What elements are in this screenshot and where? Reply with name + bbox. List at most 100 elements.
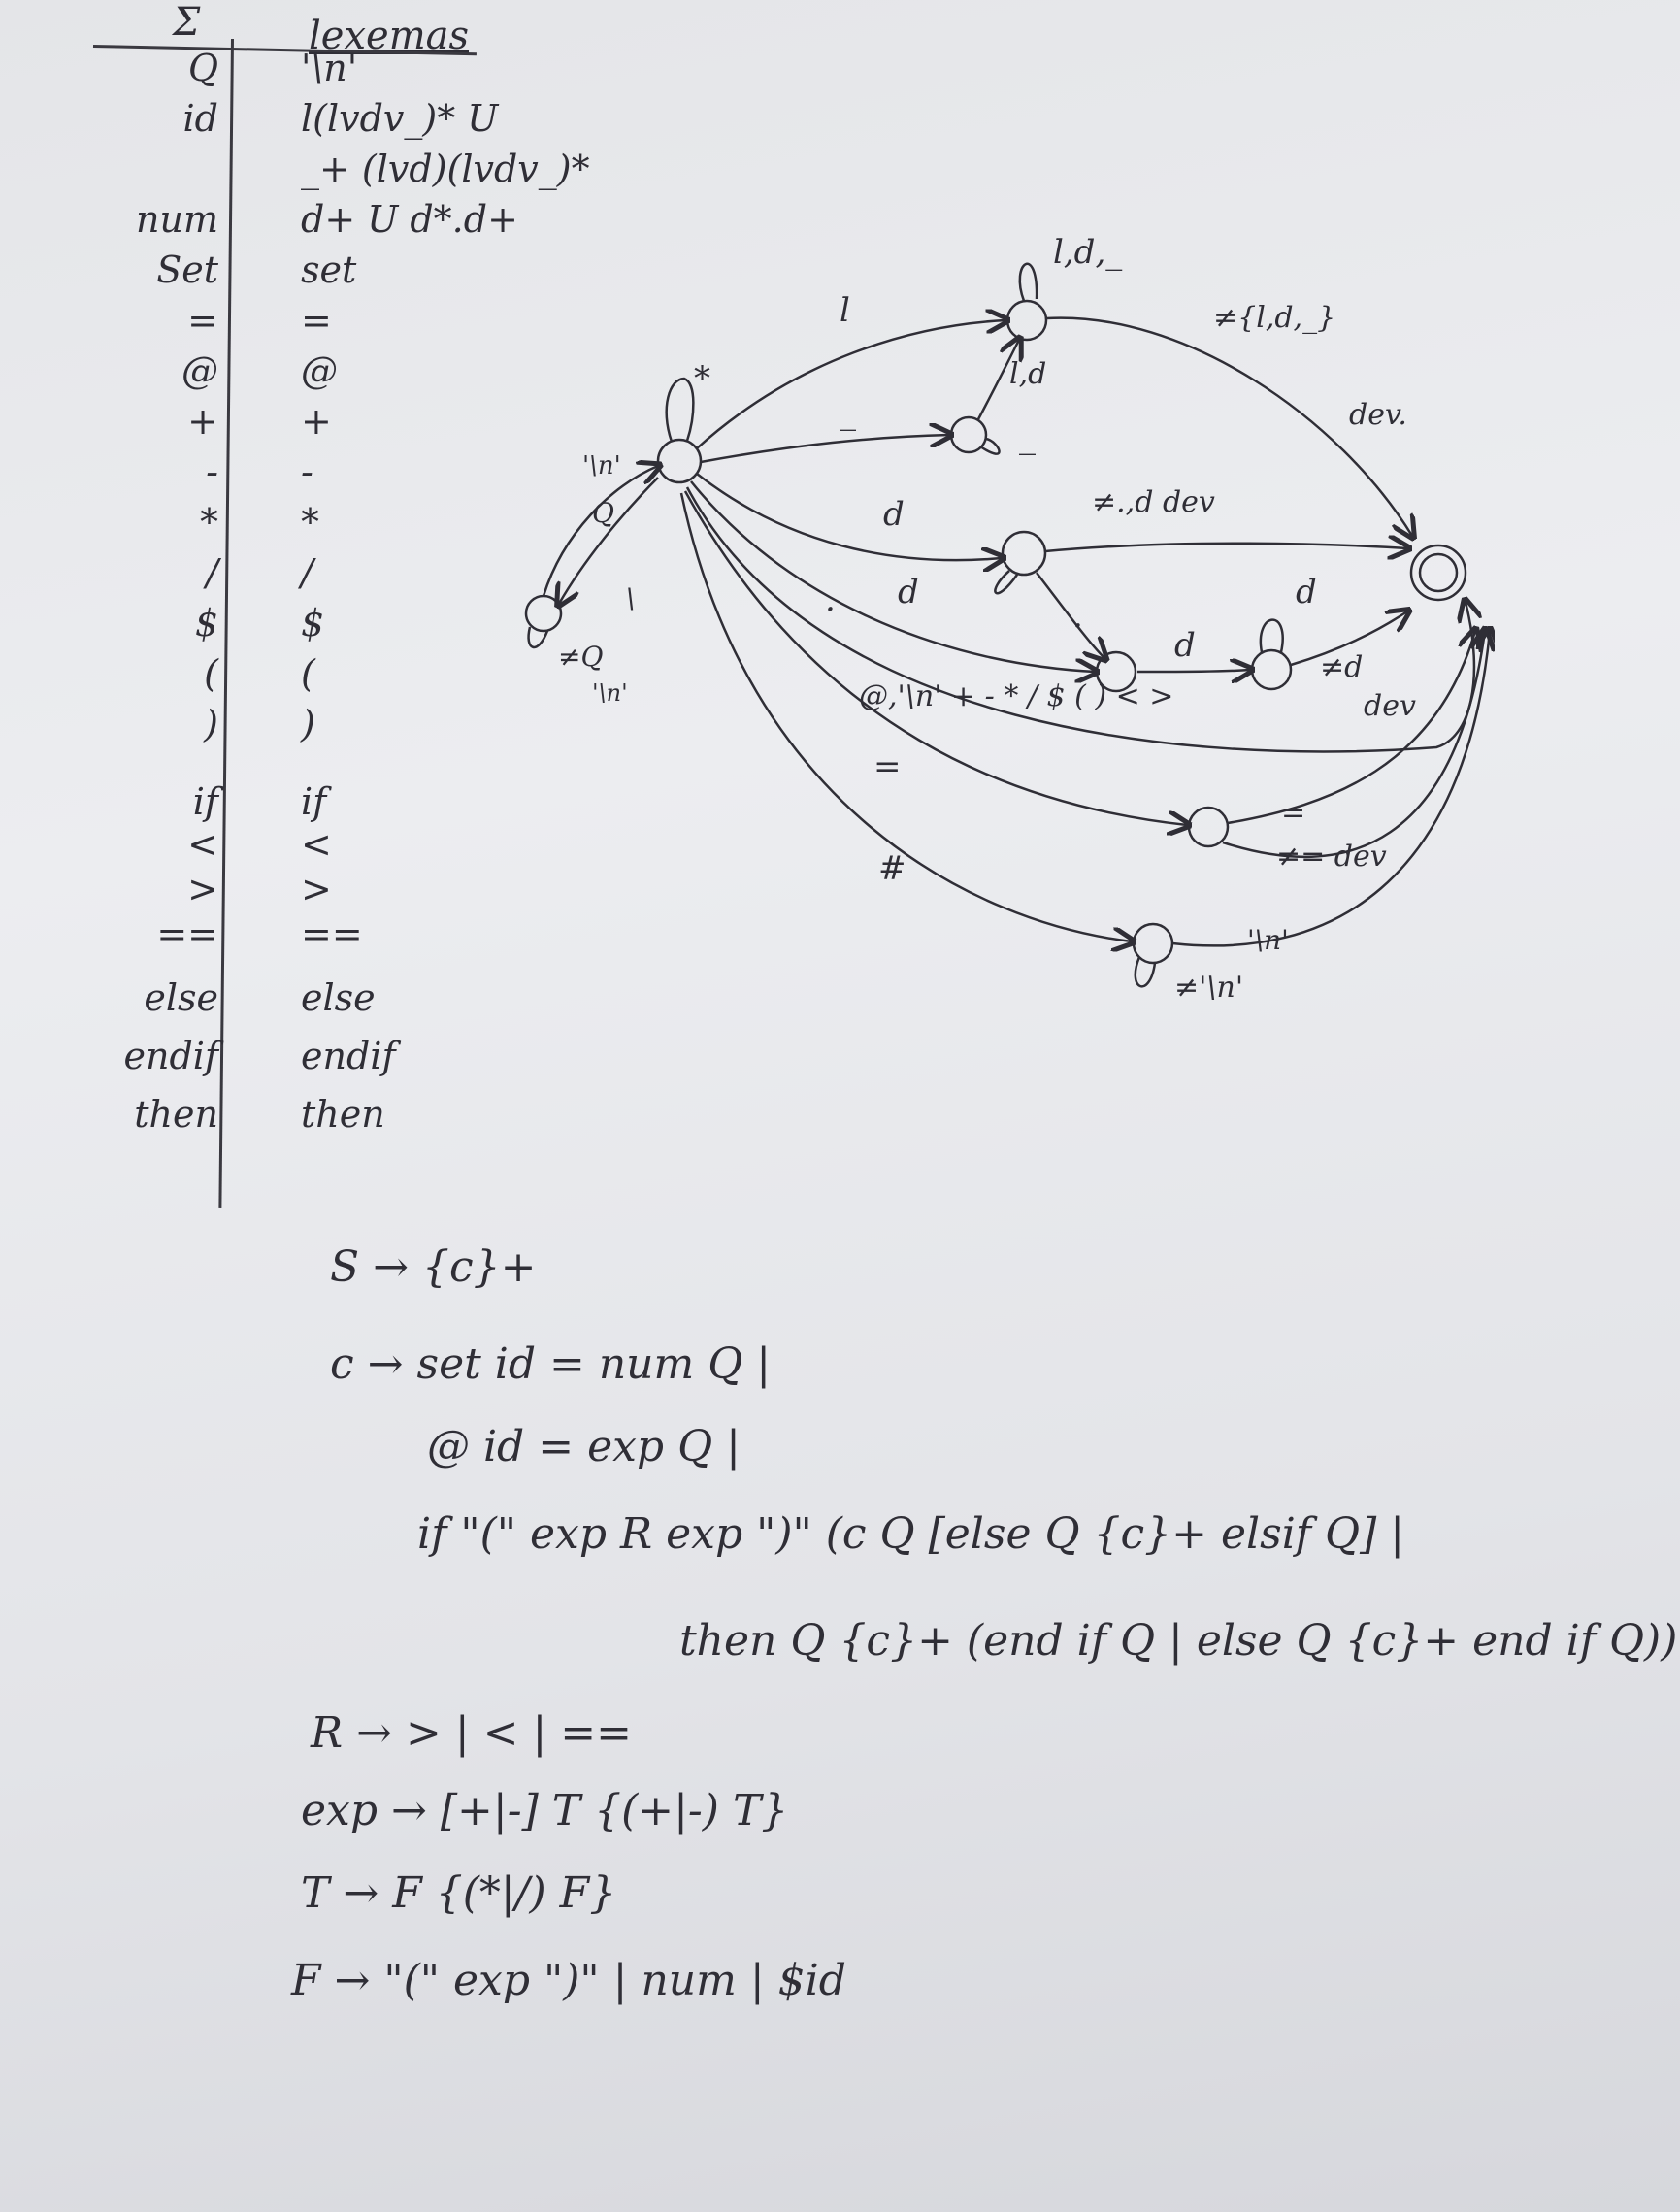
q-symbol-label: Q: [592, 497, 614, 529]
eq-dev-label: ≠= dev: [1276, 840, 1387, 874]
token-cell: @: [181, 349, 218, 392]
token-cell: /: [206, 551, 218, 594]
lexema-cell: l(lvdv_)* U: [301, 97, 499, 140]
id-state: [1005, 299, 1048, 342]
grammar-rule-c-assign: @ id = exp Q |: [427, 1422, 741, 1471]
lexema-cell: else: [301, 976, 376, 1019]
grammar-rules: S → {c}+ c → set id = num Q | @ id = exp…: [291, 1242, 1679, 2116]
comment-state: [524, 594, 563, 633]
l-edge-label: l: [840, 291, 850, 330]
id-exit-dev-label: dev.: [1349, 398, 1407, 432]
edge-start-num: [696, 473, 1002, 560]
eq-edge-label: =: [873, 747, 902, 786]
lexema-cell: =: [301, 299, 332, 342]
frac-loop-label: d: [1296, 573, 1317, 611]
token-cell: <: [187, 823, 218, 866]
token-cell: >: [187, 868, 218, 910]
lexema-cell: if: [301, 780, 327, 823]
token-cell: Q: [187, 47, 218, 89]
lexema-cell: endif: [301, 1035, 396, 1077]
comment-loop-label-2: '\n': [592, 679, 628, 707]
frac-dev-label: dev: [1364, 689, 1416, 723]
edge-start-underscore: [700, 435, 949, 464]
comment-edge-label: \: [626, 582, 636, 614]
underscore-to-id-label: l,d: [1009, 357, 1047, 391]
d-edge-label: d: [883, 495, 905, 534]
grammar-rule-c: c → set id = num Q |: [330, 1339, 772, 1389]
frac-edge-label: d: [1174, 626, 1196, 665]
lexema-cell: *: [301, 501, 319, 544]
edge-start-to-comment: [559, 477, 659, 604]
start-state: [656, 438, 703, 484]
grammar-rule-T: T → F {(*|/) F}: [301, 1868, 617, 1918]
lexema-cell: set: [301, 248, 357, 291]
frac-state: [1250, 648, 1293, 691]
table-column-divider: [218, 38, 234, 1208]
token-lexeme-table: Σ lexemas Q '\n' id l(lvdv_)* U _+ (lvd)…: [0, 0, 590, 1223]
token-cell: *: [200, 501, 218, 544]
comment-self-loop: [527, 626, 549, 649]
id-exit-label: ≠{l,d,_}: [1213, 301, 1336, 335]
lexema-cell: <: [301, 823, 332, 866]
grammar-rule-R: R → > | < | ==: [311, 1708, 633, 1758]
edge-start-id: [696, 320, 1005, 449]
edge-num-final: [1044, 544, 1407, 551]
token-cell: num: [136, 198, 218, 241]
grammar-rule-c-then: then Q {c}+ (end if Q | else Q {c}+ end …: [679, 1616, 1678, 1666]
eq-state: [1187, 806, 1230, 848]
token-cell: if: [192, 780, 218, 823]
edge-start-hash: [679, 492, 1132, 941]
token-cell: -: [206, 450, 218, 493]
token-cell: ==: [156, 912, 218, 955]
q-edge-label: '\n': [582, 451, 621, 480]
lexer-automaton-diagram: * '\n' Q \ ≠Q '\n' l l,d,_ ≠{l,d,_} dev.…: [505, 223, 1495, 1077]
grammar-rule-c-if: if "(" exp R exp ")" (c Q [else Q {c}+ e…: [417, 1509, 1405, 1559]
lexema-cell: ==: [301, 912, 363, 955]
single-chars-label: @,'\n' + - * / $ ( ) < >: [859, 679, 1174, 713]
token-cell: =: [187, 299, 218, 342]
lexema-cell: d+ U d*.d+: [301, 198, 518, 241]
edge-eq-dev: [1222, 631, 1485, 859]
num-exit-label: ≠.,d dev: [1092, 485, 1215, 519]
edge-underscore-id: [976, 340, 1019, 420]
hash-edge-label: #: [878, 849, 906, 888]
lexema-cell: @: [301, 349, 338, 392]
dot-edge-label: .: [825, 580, 836, 619]
lexema-cell: _+ (lvd)(lvdv_)*: [301, 148, 590, 190]
token-cell: (: [204, 652, 218, 695]
edge-id-final: [1045, 316, 1412, 536]
lexema-cell: +: [301, 400, 332, 443]
final-state: [1409, 544, 1467, 602]
dot-d-label: d: [898, 573, 919, 611]
hash-loop-label: ≠'\n': [1174, 971, 1244, 1005]
lexema-cell: ): [301, 703, 315, 745]
underscore-edge-label: _: [840, 393, 856, 432]
automaton-drawing: [524, 262, 1495, 988]
token-cell: +: [187, 400, 218, 443]
num-state: [1001, 530, 1047, 577]
hash-self-loop: [1134, 956, 1157, 988]
token-cell: else: [144, 976, 218, 1019]
underscore-loop-label: _: [1019, 417, 1036, 456]
grammar-rule-F: F → "(" exp ")" | num | $id: [291, 1956, 846, 2005]
token-cell: $: [194, 602, 218, 644]
underscore-self-loop: [979, 437, 1001, 455]
token-cell: endif: [123, 1035, 218, 1077]
edge-start-dot: [690, 480, 1095, 672]
lexema-cell: >: [301, 868, 332, 910]
edge-comment-to-start: [542, 466, 658, 597]
lexema-cell: -: [301, 450, 313, 493]
token-cell: then: [134, 1093, 218, 1136]
eqeq-label: =: [1281, 796, 1306, 830]
edge-eq-eq: [1227, 631, 1475, 825]
frac-exit-label: ≠d: [1320, 650, 1364, 684]
token-cell: Set: [156, 248, 218, 291]
table-header-lexemas: lexemas: [309, 14, 469, 58]
lexema-cell: '\n': [301, 47, 358, 89]
id-self-loop: [1018, 262, 1038, 302]
num-self-loop: [994, 570, 1019, 595]
token-cell: ): [204, 703, 218, 745]
edge-start-eq: [683, 490, 1187, 825]
final-state-inner: [1418, 552, 1459, 593]
start-loop-label: *: [694, 359, 710, 398]
